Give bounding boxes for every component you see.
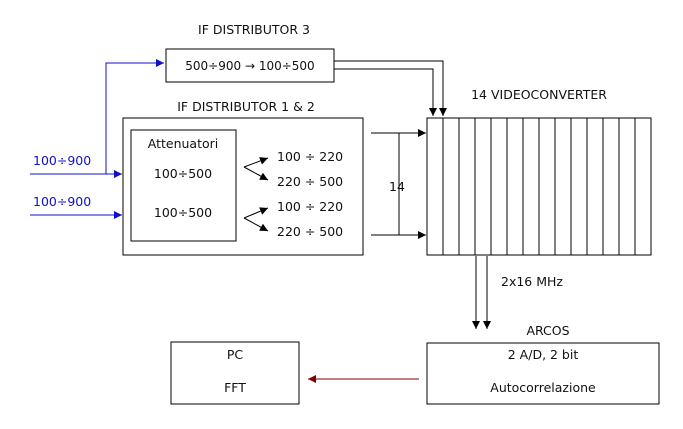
if3-output-line-2 — [334, 68, 437, 116]
output-band-1: 100 ÷ 220 — [277, 149, 343, 164]
videoconverter-title: 14 VIDEOCONVERTER — [471, 87, 607, 102]
if-distributor-3-box — [165, 48, 335, 83]
input-label-2: 100÷900 — [33, 194, 91, 209]
arcos-line-2: Autocorrelazione — [490, 380, 596, 395]
arcos-line-1: 2 A/D, 2 bit — [508, 347, 579, 362]
videoconverter-block — [426, 117, 652, 256]
attenuator-title: Attenuatori — [148, 136, 219, 151]
output-band-2: 220 ÷ 500 — [277, 174, 343, 189]
if-distributor-3-title: IF DISTRIBUTOR 3 — [198, 22, 310, 37]
attenuator-band-1: 100÷500 — [154, 166, 212, 181]
arcos-title: ARCOS — [526, 323, 569, 338]
input-label-1: 100÷900 — [33, 153, 91, 168]
attenuator-box — [130, 129, 237, 242]
if-distributor-12-title: IF DISTRIBUTOR 1 & 2 — [177, 99, 315, 114]
arcos-box — [426, 342, 660, 405]
output-band-4: 220 ÷ 500 — [277, 224, 343, 239]
input-branch-line — [105, 59, 164, 174]
channels-label: 14 — [389, 179, 405, 194]
if-distributor-3-label: 500÷900 → 100÷500 — [185, 59, 314, 73]
split-arrow-3 — [243, 207, 269, 219]
split-arrow-1 — [243, 157, 269, 168]
pc-line-2: FFT — [224, 380, 246, 395]
split-arrow-2 — [243, 166, 269, 181]
pc-line-1: PC — [227, 347, 244, 362]
pc-box — [170, 341, 300, 405]
if3-output-line-1 — [334, 60, 447, 116]
output-band-3: 100 ÷ 220 — [277, 199, 343, 214]
bus-label: 2x16 MHz — [501, 274, 563, 289]
attenuator-band-2: 100÷500 — [154, 205, 212, 220]
split-arrow-4 — [243, 217, 269, 232]
